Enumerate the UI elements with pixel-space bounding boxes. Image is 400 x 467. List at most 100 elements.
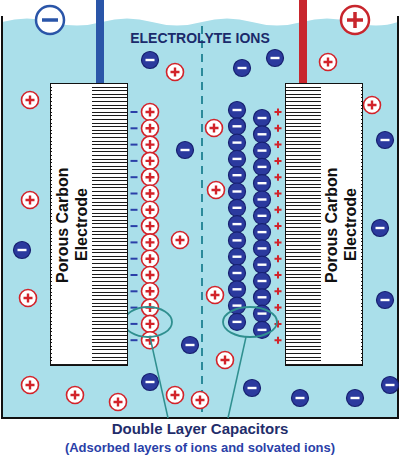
ion-sign xyxy=(233,239,242,241)
ion-body xyxy=(182,337,199,354)
ion-sign xyxy=(258,198,267,200)
ion-body xyxy=(267,50,284,67)
positive-ion xyxy=(320,54,337,71)
negative-ion xyxy=(254,126,271,143)
ion-sign xyxy=(233,256,242,258)
negative-ion xyxy=(229,150,246,167)
positive-ion xyxy=(167,387,184,404)
ion-body xyxy=(254,240,271,257)
ion-group xyxy=(14,50,399,411)
ion-body xyxy=(229,313,246,330)
ion-sign xyxy=(26,196,35,205)
ion-body xyxy=(142,120,159,137)
negative-ion xyxy=(229,248,246,265)
positive-charge xyxy=(275,206,282,213)
negative-ion xyxy=(377,292,394,309)
ion-sign xyxy=(71,391,80,400)
positive-ion xyxy=(142,218,159,235)
ion-sign xyxy=(146,173,155,182)
ion-sign xyxy=(233,223,242,225)
ion-sign xyxy=(258,280,267,282)
negative-ion xyxy=(292,390,309,407)
positive-ion xyxy=(142,136,159,153)
positive-ion xyxy=(208,182,225,199)
ion-body xyxy=(229,199,246,216)
electrode-box: Porous Carbon Electrode xyxy=(285,83,363,366)
ion-body xyxy=(142,169,159,186)
ion-sign xyxy=(258,182,267,184)
positive-ion xyxy=(217,352,234,369)
ion-sign xyxy=(211,291,220,300)
negative-ion xyxy=(229,118,246,135)
negative-charge xyxy=(131,176,138,178)
negative-ion xyxy=(254,273,271,290)
double-layer-marker xyxy=(223,307,277,337)
ion-sign xyxy=(146,156,155,165)
ion-sign xyxy=(146,238,155,247)
ion-sign xyxy=(233,321,242,323)
ion-body xyxy=(22,192,39,209)
ion-sign xyxy=(146,271,155,280)
negative-charge xyxy=(131,339,138,341)
negative-ion xyxy=(142,374,159,391)
ion-body xyxy=(229,150,246,167)
ion-sign xyxy=(146,140,155,149)
positive-ion xyxy=(142,152,159,169)
ion-body xyxy=(22,377,39,394)
ion-body xyxy=(244,380,261,397)
ion-sign xyxy=(258,149,267,151)
ion-body xyxy=(254,175,271,192)
positive-ion xyxy=(20,290,37,307)
negative-ion xyxy=(229,265,246,282)
positive-ion xyxy=(22,377,39,394)
ion-body xyxy=(320,54,337,71)
negative-ion xyxy=(229,199,246,216)
negative-charge xyxy=(131,323,138,325)
positive-ion xyxy=(142,201,159,218)
negative-ion xyxy=(254,240,271,257)
positive-terminal-sign xyxy=(347,12,363,28)
ion-body xyxy=(229,281,246,298)
negative-ion xyxy=(229,183,246,200)
ion-body xyxy=(142,250,159,267)
negative-ion xyxy=(229,313,246,330)
ion-sign xyxy=(210,124,219,133)
positive-ion xyxy=(172,232,189,249)
negative-charge xyxy=(131,111,138,113)
leader-line xyxy=(150,337,168,418)
positive-ion xyxy=(110,394,127,411)
negative-ion xyxy=(372,220,389,237)
negative-ion xyxy=(244,380,261,397)
ion-body xyxy=(142,218,159,235)
ion-body xyxy=(377,132,394,149)
ion-body xyxy=(22,92,39,109)
positive-charge xyxy=(275,190,282,197)
ion-sign xyxy=(233,158,242,160)
label-band: Porous Carbon Electrode xyxy=(321,85,361,364)
ion-sign xyxy=(258,296,267,298)
ion-body xyxy=(142,234,159,251)
positive-ion xyxy=(142,315,159,332)
ion-sign xyxy=(146,319,155,328)
ion-sign xyxy=(114,398,123,407)
positive-ion xyxy=(142,250,159,267)
negative-ion xyxy=(254,289,271,306)
ion-sign xyxy=(146,124,155,133)
ion-body xyxy=(372,220,389,237)
ion-sign xyxy=(386,384,395,386)
ion-body xyxy=(229,134,246,151)
ion-body xyxy=(110,394,127,411)
negative-terminal-sign xyxy=(42,18,58,22)
ion-sign xyxy=(258,329,267,331)
ion-body xyxy=(142,136,159,153)
negative-charge xyxy=(131,258,138,260)
ion-body xyxy=(229,265,246,282)
ion-sign xyxy=(196,396,205,405)
ion-body xyxy=(142,104,159,121)
negative-terminal-symbol xyxy=(36,6,64,34)
ion-sign xyxy=(258,247,267,249)
ion-body xyxy=(20,290,37,307)
ion-sign xyxy=(238,67,247,69)
negative-charge xyxy=(131,274,138,276)
ion-body xyxy=(177,142,194,159)
